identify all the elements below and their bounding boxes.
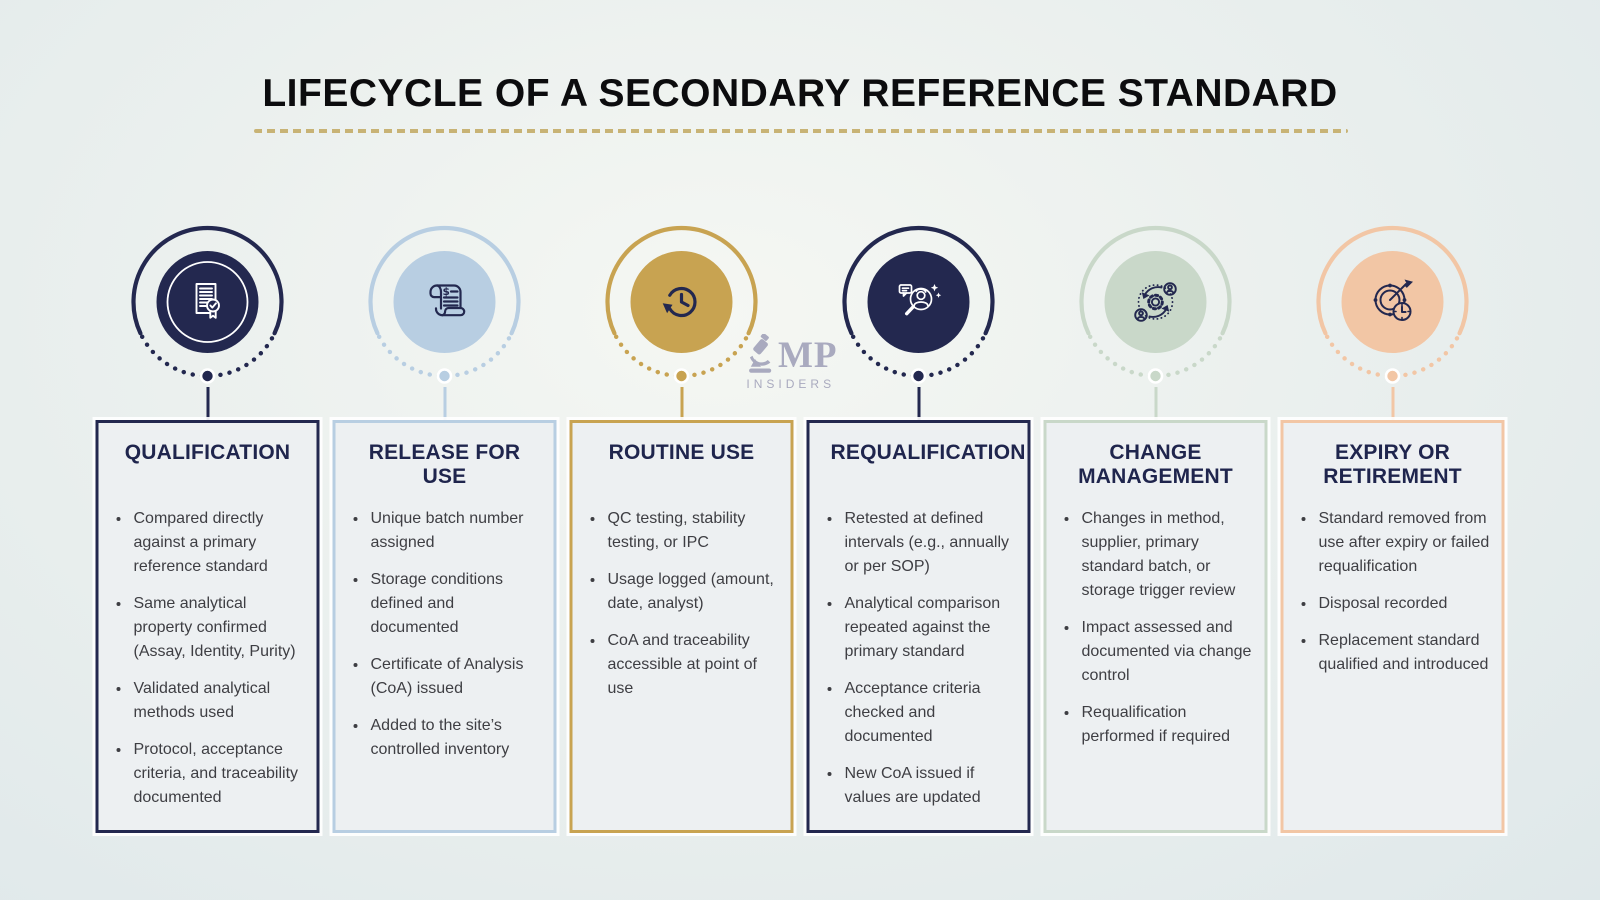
title-dashed-divider [254,129,1348,133]
stage-bullet-list: Standard removed from use after expiry o… [1293,507,1493,677]
requalification-review-icon [842,225,995,384]
bullet-item: Changes in method, supplier, primary sta… [1080,507,1256,603]
stage-title: CHANGE MANAGEMENT [1078,441,1233,488]
bullet-item: Added to the site’s controlled inventory [369,714,545,762]
stage-card: REQUALIFICATION Retested at defined inte… [806,420,1031,833]
stage-title: REQUALIFICATION [830,441,1026,464]
bullet-item: Analytical comparison repeated against t… [843,592,1019,664]
change-cycle-icon [1079,225,1232,384]
stage-card: CHANGE MANAGEMENT Changes in method, sup… [1043,420,1268,833]
stage-column-change-management: CHANGE MANAGEMENT Changes in method, sup… [1043,217,1268,833]
stage-card: RELEASE FOR USE Unique batch number assi… [332,420,557,833]
stage-column-requalification: REQUALIFICATION Retested at defined inte… [806,217,1031,833]
bullet-item: Storage conditions defined and documente… [369,568,545,640]
page-title: LIFECYCLE OF A SECONDARY REFERENCE STAND… [262,72,1338,115]
bullet-item: Same analytical property confirmed (Assa… [132,592,308,664]
bullet-item: Acceptance criteria checked and document… [843,677,1019,749]
bullet-item: Usage logged (amount, date, analyst) [606,568,782,616]
bullet-item: QC testing, stability testing, or IPC [606,507,782,555]
stage-bullet-list: Compared directly against a primary refe… [108,507,308,810]
stage-card: EXPIRY OR RETIREMENT Standard removed fr… [1280,420,1505,833]
stage-bullet-list: Changes in method, supplier, primary sta… [1056,507,1256,749]
bullet-item: Disposal recorded [1317,592,1493,616]
stages-row: QUALIFICATION Compared directly against … [95,217,1505,833]
bullet-item: New CoA issued if values are updated [843,762,1019,810]
connector-line [206,387,209,420]
stage-bullet-list: Unique batch number assigned Storage con… [345,507,545,762]
bullet-item: Retested at defined intervals (e.g., ann… [843,507,1019,579]
stage-bullet-list: QC testing, stability testing, or IPC Us… [582,507,782,701]
bullet-item: Protocol, acceptance criteria, and trace… [132,738,308,810]
stage-title: EXPIRY OR RETIREMENT [1323,441,1462,488]
history-clock-icon [605,225,758,384]
stage-card: ROUTINE USE QC testing, stability testin… [569,420,794,833]
bullet-item: Replacement standard qualified and intro… [1317,629,1493,677]
svg-text:$: $ [443,286,450,298]
stage-title: QUALIFICATION [124,441,291,464]
bullet-item: Certificate of Analysis (CoA) issued [369,653,545,701]
connector-line [917,387,920,420]
certificate-document-icon [131,225,284,384]
stage-column-routine-use: ROUTINE USE QC testing, stability testin… [569,217,794,833]
stage-column-expiry-or-retirement: EXPIRY OR RETIREMENT Standard removed fr… [1280,217,1505,833]
bullet-item: Compared directly against a primary refe… [132,507,308,579]
stage-card: QUALIFICATION Compared directly against … [95,420,320,833]
bullet-item: Validated analytical methods used [132,677,308,725]
expiry-target-clock-icon [1316,225,1469,384]
stage-column-qualification: QUALIFICATION Compared directly against … [95,217,320,833]
connector-line [443,387,446,420]
connector-line [680,387,683,420]
stage-title: ROUTINE USE [608,441,755,464]
bullet-item: Standard removed from use after expiry o… [1317,507,1493,579]
bullet-item: CoA and traceability accessible at point… [606,629,782,701]
stage-bullet-list: Retested at defined intervals (e.g., ann… [819,507,1019,810]
connector-line [1391,387,1394,420]
connector-line [1154,387,1157,420]
bullet-item: Unique batch number assigned [369,507,545,555]
bullet-item: Impact assessed and documented via chang… [1080,616,1256,688]
bullet-item: Requalification performed if required [1080,701,1256,749]
batch-record-scroll-icon: $ [368,225,521,384]
stage-title: RELEASE FOR USE [368,441,521,488]
stage-column-release-for-use: $ RELEASE FOR USE Unique batch number as… [332,217,557,833]
